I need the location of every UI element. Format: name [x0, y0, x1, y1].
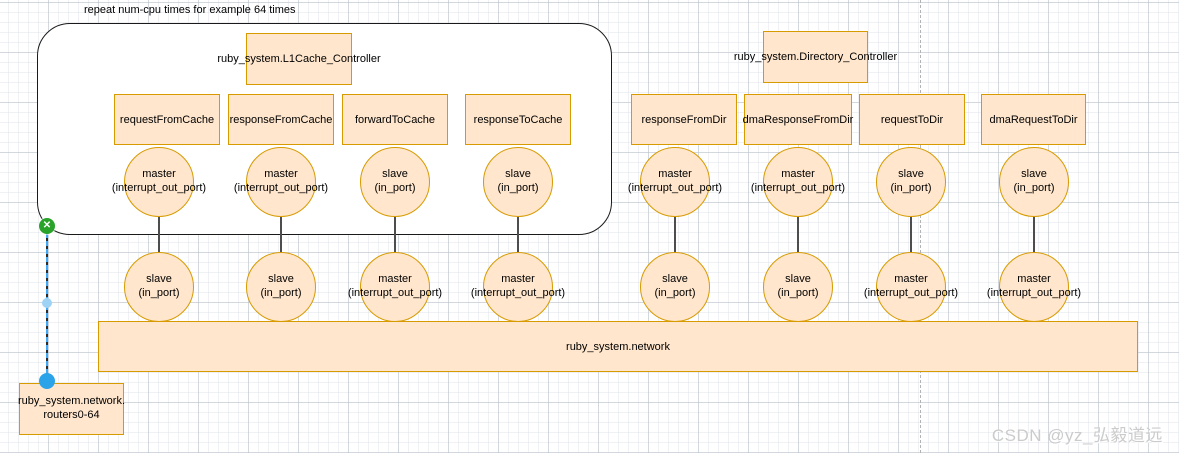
port-circle-top[interactable]: master (interrupt_out_port) [112, 147, 206, 217]
l1cache-title-box[interactable]: ruby_system.L1Cache_Controller [217, 33, 381, 85]
port-type: slave [785, 273, 811, 286]
port-name: (interrupt_out_port) [347, 287, 443, 299]
buffer-box-requestFromCache[interactable]: requestFromCache [114, 94, 220, 145]
page-boundary-dashed-line [920, 0, 921, 453]
connector-line [910, 217, 912, 252]
port-circle-top[interactable]: slave (in_port) [876, 147, 946, 217]
port-name: (in_port) [777, 287, 819, 299]
port-type: slave [1021, 168, 1047, 181]
connector-line [797, 217, 799, 252]
buffer-box-requestToDir[interactable]: requestToDir [859, 94, 965, 145]
port-type: slave [898, 168, 924, 181]
connector-line [158, 217, 160, 252]
buffer-label: requestToDir [880, 113, 944, 126]
directory-title-label: ruby_system.Directory_Controller [733, 51, 898, 63]
port-type: master [1017, 273, 1051, 286]
repeat-annotation[interactable]: repeat num-cpu times for example 64 time… [84, 4, 296, 16]
buffer-label: requestFromCache [119, 113, 215, 126]
watermark: CSDN @yz_弘毅道远 [991, 426, 1163, 445]
port-type: slave [505, 168, 531, 181]
port-name: (in_port) [260, 287, 302, 299]
buffer-box-dmaResponseFromDir[interactable]: dmaResponseFromDir [742, 94, 854, 145]
port-circle-top[interactable]: slave (in_port) [360, 147, 430, 217]
buffer-box-dmaRequestToDir[interactable]: dmaRequestToDir [981, 94, 1086, 145]
buffer-label: dmaResponseFromDir [742, 113, 854, 126]
port-name: (in_port) [1013, 182, 1055, 194]
port-circle-bottom[interactable]: slave (in_port) [246, 252, 316, 322]
port-name: (interrupt_out_port) [627, 182, 723, 194]
port-type: master [781, 168, 815, 181]
port-name: (in_port) [890, 182, 932, 194]
connector-line [674, 217, 676, 252]
buffer-label: responseFromDir [641, 113, 727, 126]
port-name: (interrupt_out_port) [233, 182, 329, 194]
port-type: master [142, 168, 176, 181]
port-type: master [658, 168, 692, 181]
port-type: slave [382, 168, 408, 181]
edge-source-anchor-icon[interactable]: ✕ [39, 218, 55, 234]
edge-endpoint-handle[interactable] [39, 373, 55, 389]
port-name: (interrupt_out_port) [111, 182, 207, 194]
buffer-box-responseFromDir[interactable]: responseFromDir [631, 94, 737, 145]
port-circle-bottom[interactable]: master (interrupt_out_port) [987, 252, 1081, 322]
port-name: (interrupt_out_port) [470, 287, 566, 299]
port-type: slave [268, 273, 294, 286]
connector-line [394, 217, 396, 252]
port-circle-bottom[interactable]: slave (in_port) [124, 252, 194, 322]
port-name: (interrupt_out_port) [750, 182, 846, 194]
port-name: (in_port) [138, 287, 180, 299]
buffer-label: responseToCache [473, 113, 563, 126]
buffer-label: forwardToCache [354, 113, 436, 126]
port-name: (in_port) [374, 182, 416, 194]
port-type: master [264, 168, 298, 181]
port-circle-top[interactable]: slave (in_port) [483, 147, 553, 217]
port-name: (interrupt_out_port) [986, 287, 1082, 299]
routers-label-line2: routers0-64 [43, 409, 100, 421]
port-circle-bottom[interactable]: master (interrupt_out_port) [471, 252, 565, 322]
port-circle-bottom[interactable]: master (interrupt_out_port) [348, 252, 442, 322]
port-type: master [501, 273, 535, 286]
connector-line [1033, 217, 1035, 252]
port-type: master [894, 273, 928, 286]
buffer-box-responseToCache[interactable]: responseToCache [465, 94, 571, 145]
buffer-label: responseFromCache [229, 113, 333, 126]
port-circle-bottom[interactable]: master (interrupt_out_port) [864, 252, 958, 322]
buffer-box-responseFromCache[interactable]: responseFromCache [228, 94, 334, 145]
buffer-label: dmaRequestToDir [989, 113, 1078, 126]
port-circle-top[interactable]: master (interrupt_out_port) [234, 147, 328, 217]
network-label: ruby_system.network [566, 340, 670, 353]
edge-midpoint-handle[interactable] [42, 298, 52, 308]
port-type: master [378, 273, 412, 286]
port-name: (in_port) [654, 287, 696, 299]
port-circle-top[interactable]: master (interrupt_out_port) [751, 147, 845, 217]
port-circle-bottom[interactable]: slave (in_port) [640, 252, 710, 322]
l1cache-title-label: ruby_system.L1Cache_Controller [217, 53, 381, 65]
port-type: slave [662, 273, 688, 286]
network-box[interactable]: ruby_system.network [98, 321, 1138, 372]
port-circle-top[interactable]: master (interrupt_out_port) [628, 147, 722, 217]
port-circle-top[interactable]: slave (in_port) [999, 147, 1069, 217]
routers-label-line1: ruby_system.network. [18, 395, 125, 408]
port-circle-bottom[interactable]: slave (in_port) [763, 252, 833, 322]
buffer-box-forwardToCache[interactable]: forwardToCache [342, 94, 448, 145]
routers-box[interactable]: ruby_system.network. routers0-64 [18, 383, 125, 435]
connector-line [517, 217, 519, 252]
connector-line [280, 217, 282, 252]
port-type: slave [146, 273, 172, 286]
port-name: (in_port) [497, 182, 539, 194]
port-name: (interrupt_out_port) [863, 287, 959, 299]
directory-title-box[interactable]: ruby_system.Directory_Controller [734, 31, 897, 83]
